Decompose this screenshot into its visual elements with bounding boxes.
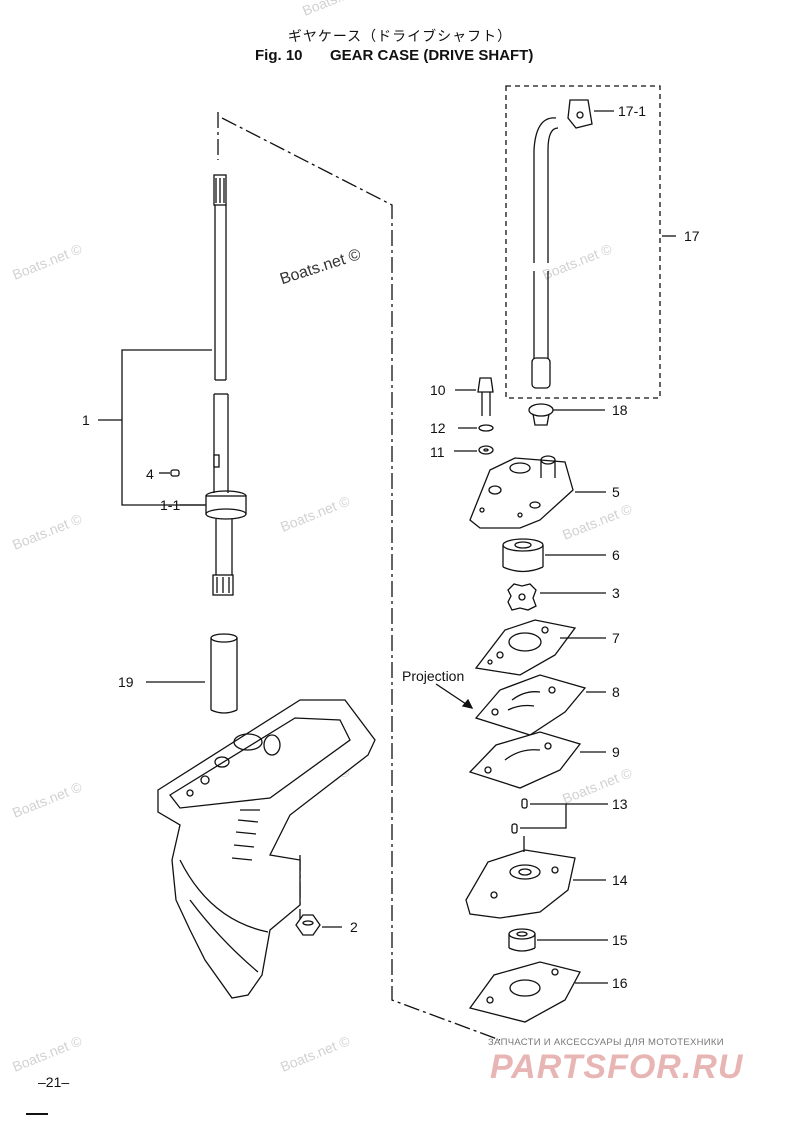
- callout-10: 10: [430, 382, 446, 398]
- impeller-3: [507, 583, 606, 611]
- liner-6: [502, 538, 606, 573]
- callout-17-1: 17-1: [618, 103, 647, 119]
- callout-8: 8: [612, 684, 620, 700]
- callout-6: 6: [612, 547, 620, 563]
- projection-label: Projection: [402, 668, 465, 684]
- lower-housing-14: [465, 836, 606, 919]
- callout-11: 11: [430, 444, 445, 460]
- callout-1: 1: [82, 412, 90, 428]
- nut-2: [295, 914, 342, 936]
- seal-15: [508, 928, 608, 952]
- title-japanese: ギヤケース（ドライブシャフト）: [287, 29, 513, 45]
- brand-logo: PARTSFOR.RU: [490, 1048, 744, 1086]
- gasket-7: [474, 619, 606, 676]
- callout-4: 4: [146, 466, 154, 482]
- gasket-16: [468, 961, 608, 1023]
- pump-housing-5: [469, 455, 606, 529]
- water-tube: [531, 117, 559, 389]
- callout-19: 19: [118, 674, 134, 690]
- washer-11: [454, 445, 494, 455]
- drive-shaft: [205, 174, 247, 596]
- callout-18: 18: [612, 402, 628, 418]
- dowel-pins-13: [511, 798, 608, 834]
- bracket-1: [98, 349, 212, 506]
- gear-case-housing: [157, 699, 376, 999]
- grommet-17-1: [567, 99, 614, 129]
- callout-15: 15: [612, 932, 628, 948]
- callout-13: 13: [612, 796, 628, 812]
- projection-arrow: [435, 683, 474, 709]
- page-number: –21–: [38, 1074, 70, 1090]
- bolt-10: [455, 377, 494, 416]
- washer-12: [458, 424, 494, 432]
- callout-12: 12: [430, 420, 446, 436]
- callout-5: 5: [612, 484, 620, 500]
- callout-2: 2: [350, 919, 358, 935]
- callout-17: 17: [684, 228, 700, 244]
- tube-19: [146, 633, 238, 714]
- callout-16: 16: [612, 975, 628, 991]
- callout-14: 14: [612, 872, 628, 888]
- kit-17-box: [505, 85, 661, 399]
- callout-1-1: 1-1: [160, 497, 181, 513]
- figure-label: Fig. 10: [255, 47, 303, 64]
- callout-9: 9: [612, 744, 620, 760]
- pin-4: [159, 469, 180, 477]
- gasket-9: [468, 731, 606, 789]
- title-english: GEAR CASE (DRIVE SHAFT): [330, 47, 534, 64]
- grommet-18: [528, 403, 605, 426]
- plate-8: [474, 674, 606, 736]
- callout-7: 7: [612, 630, 620, 646]
- brand-tagline: ЗАПЧАСТИ И АКСЕССУАРЫ ДЛЯ МОТОТЕХНИКИ: [488, 1037, 724, 1048]
- callout-3: 3: [612, 585, 620, 601]
